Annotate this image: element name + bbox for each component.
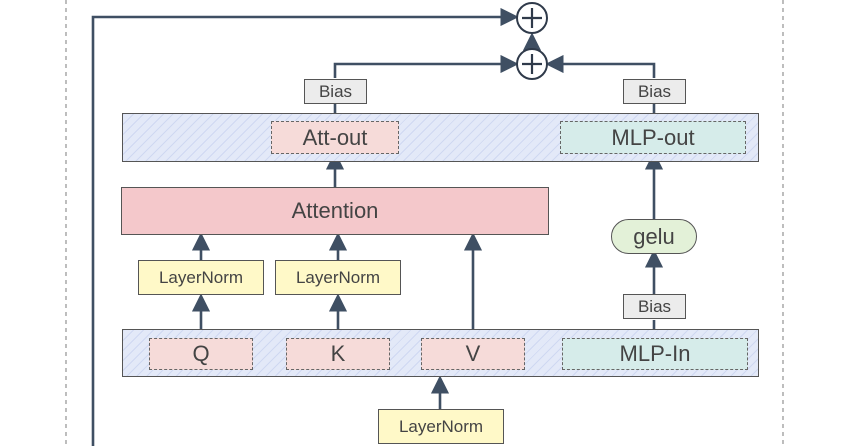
layernorm-q: LayerNorm [138,260,264,295]
q-box: Q [149,338,253,370]
v-box: V [421,338,525,370]
attention-branch-arrow [333,54,519,78]
layernorm-k: LayerNorm [275,260,401,295]
k-box: K [286,338,390,370]
mlp-out-box: MLP-out [560,121,746,154]
sum-circle-bottom [516,48,548,80]
attention-output-bias: Bias [304,79,367,104]
mlp-input-bias: Bias [623,294,686,319]
gelu-box: gelu [611,219,697,254]
mlp-branch-arrow [545,54,656,78]
att-out-box: Att-out [271,121,399,154]
mlp-in-box: MLP-In [562,338,748,370]
mlp-output-bias: Bias [623,79,686,104]
layernorm-input: LayerNorm [378,409,504,444]
sum-circle-top [516,2,548,34]
attention-box: Attention [121,187,549,235]
residual-skip-arrow [91,7,519,446]
